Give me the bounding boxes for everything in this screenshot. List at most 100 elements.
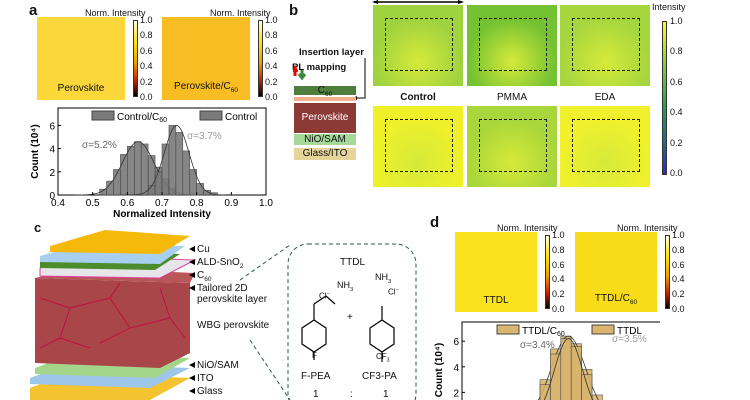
colorbar-tick: 0.6	[670, 76, 683, 87]
legend-swatch	[591, 324, 615, 335]
column-label-eda: EDA	[594, 92, 616, 103]
pl-map-eda-before	[560, 5, 650, 86]
gaussian-fit-line	[538, 335, 599, 400]
region-of-interest	[479, 119, 547, 172]
colorbar-tick: 0.8	[265, 30, 278, 41]
colorbar-tick: 0.4	[552, 274, 565, 285]
layer-label: ITO	[197, 373, 214, 384]
colorbar-tick: 0.8	[552, 244, 565, 255]
colorbar-title: Norm. Intensity	[210, 8, 271, 18]
colorbar-tick: 0.4	[265, 61, 278, 72]
y-axis-label: Count (10⁴)	[30, 124, 41, 178]
colorbar-tick: 0.8	[140, 30, 153, 41]
colorbar-tick: 0.8	[670, 46, 683, 57]
colorbar-tick: 0.2	[265, 76, 278, 87]
device-stack-b: C60 Perovskite NiO/SAM Glass/ITO	[294, 86, 356, 166]
layer-label: Cu	[197, 244, 210, 255]
colorbar-title: Norm. Intensity	[85, 8, 146, 18]
colorbar-tick: 0.2	[140, 76, 153, 87]
x-tick-label: 0.7	[155, 198, 169, 209]
colorbar-tick: 0.4	[140, 61, 153, 72]
histogram-bar	[127, 145, 135, 196]
region-of-interest	[572, 119, 640, 172]
sigma-label: σ=3.7%	[187, 131, 222, 142]
pl-map-eda-after	[560, 106, 650, 187]
insertion-layer	[294, 97, 356, 101]
map-label: TTDL	[483, 295, 509, 306]
panel_a-map-0: Perovskite	[37, 17, 125, 100]
ratio-left: 1	[313, 389, 319, 400]
pl-map-control-before	[373, 5, 463, 86]
pointer-arrow	[189, 259, 195, 265]
layer-label: Glass	[197, 386, 223, 397]
legend-label: Control	[225, 112, 257, 123]
histogram-bar	[570, 346, 582, 400]
cf3-group: CF3	[376, 352, 390, 364]
y-tick-label: 4	[49, 145, 55, 156]
sigma-label: σ=3.4%	[520, 340, 555, 351]
x-tick-label: 0.6	[120, 198, 134, 209]
map-label: Perovskite/C60	[174, 81, 238, 94]
panel-b-label: b	[289, 2, 299, 19]
ratio-right: 1	[383, 389, 389, 400]
histogram-bar	[539, 384, 551, 400]
histogram-bar	[182, 150, 191, 196]
nh3-group-1: NH3	[337, 280, 354, 293]
y-tick-label: 4	[453, 363, 459, 374]
histogram-bar	[196, 183, 204, 196]
column-label-control: Control	[400, 92, 436, 103]
gaussian-fit-line	[543, 338, 594, 400]
region-of-interest	[479, 18, 547, 71]
x-tick-label: 1.0	[259, 198, 273, 209]
pointer-arrow	[189, 272, 195, 278]
device-stack-illustration	[30, 230, 197, 400]
chloride-2: Cl−	[388, 287, 399, 297]
layer-label: perovskite layer	[197, 294, 268, 305]
y-tick-label: 6	[49, 121, 55, 132]
legend-label: Control/C60	[117, 112, 167, 124]
y-tick-label: 6	[453, 337, 459, 348]
pointer-arrow	[189, 285, 195, 291]
map-label: TTDL/C60	[594, 293, 638, 306]
panel_d-map-0: TTDL	[455, 232, 537, 312]
region-of-interest	[385, 18, 453, 71]
colorbar-tick: 0.2	[552, 289, 565, 300]
colorbar-tick: 0.6	[552, 259, 565, 270]
colorbar-title: Norm. Intensity	[617, 223, 678, 233]
colorbar-tick: 0.6	[140, 45, 153, 56]
ttdl-title: TTDL	[340, 257, 365, 268]
plus-sign: +	[347, 312, 353, 323]
fire-colorbar	[133, 20, 138, 97]
nh3-group-2: NH3	[375, 272, 392, 285]
layer-label: WBG perovskite	[197, 320, 270, 331]
layer-label: NiO/SAM	[197, 360, 239, 371]
fluorine-atom: F	[312, 351, 317, 360]
sigma-label: σ=3.5%	[612, 334, 647, 345]
colorbar-tick: 0.0	[552, 304, 565, 314]
colorbar-title: Norm. Intensity	[497, 223, 558, 233]
layer-label: Tailored 2D	[197, 283, 248, 294]
colorbar-tick: 0.2	[672, 289, 685, 300]
fire-colorbar	[665, 235, 670, 309]
panel-a-label: a	[29, 2, 38, 19]
histogram-bar	[147, 185, 156, 196]
layer-label: C60	[197, 270, 212, 283]
c60-layer: C60	[294, 86, 356, 98]
panel-d-label: d	[430, 214, 440, 231]
nio-sam-layer: NiO/SAM	[294, 134, 356, 145]
colorbar-tick: 0.2	[670, 137, 683, 148]
x-tick-label: 0.8	[190, 198, 204, 209]
colorbar-tick: 0.4	[670, 107, 683, 118]
y-axis-label: Count (10⁴)	[434, 343, 445, 397]
histogram-bar	[189, 169, 197, 196]
histogram-bar	[140, 143, 149, 196]
colorbar-tick: 0.0	[670, 168, 683, 178]
insertion-layer-label: Insertion layer	[299, 47, 364, 58]
colorbar-tick: 1.0	[670, 16, 683, 26]
chloride-1: Cl−	[319, 291, 330, 301]
pointer-arrow	[189, 375, 195, 381]
colorbar-tick: 1.0	[140, 15, 153, 25]
fire-colorbar	[545, 235, 550, 309]
y-tick-label: 2	[49, 168, 55, 179]
